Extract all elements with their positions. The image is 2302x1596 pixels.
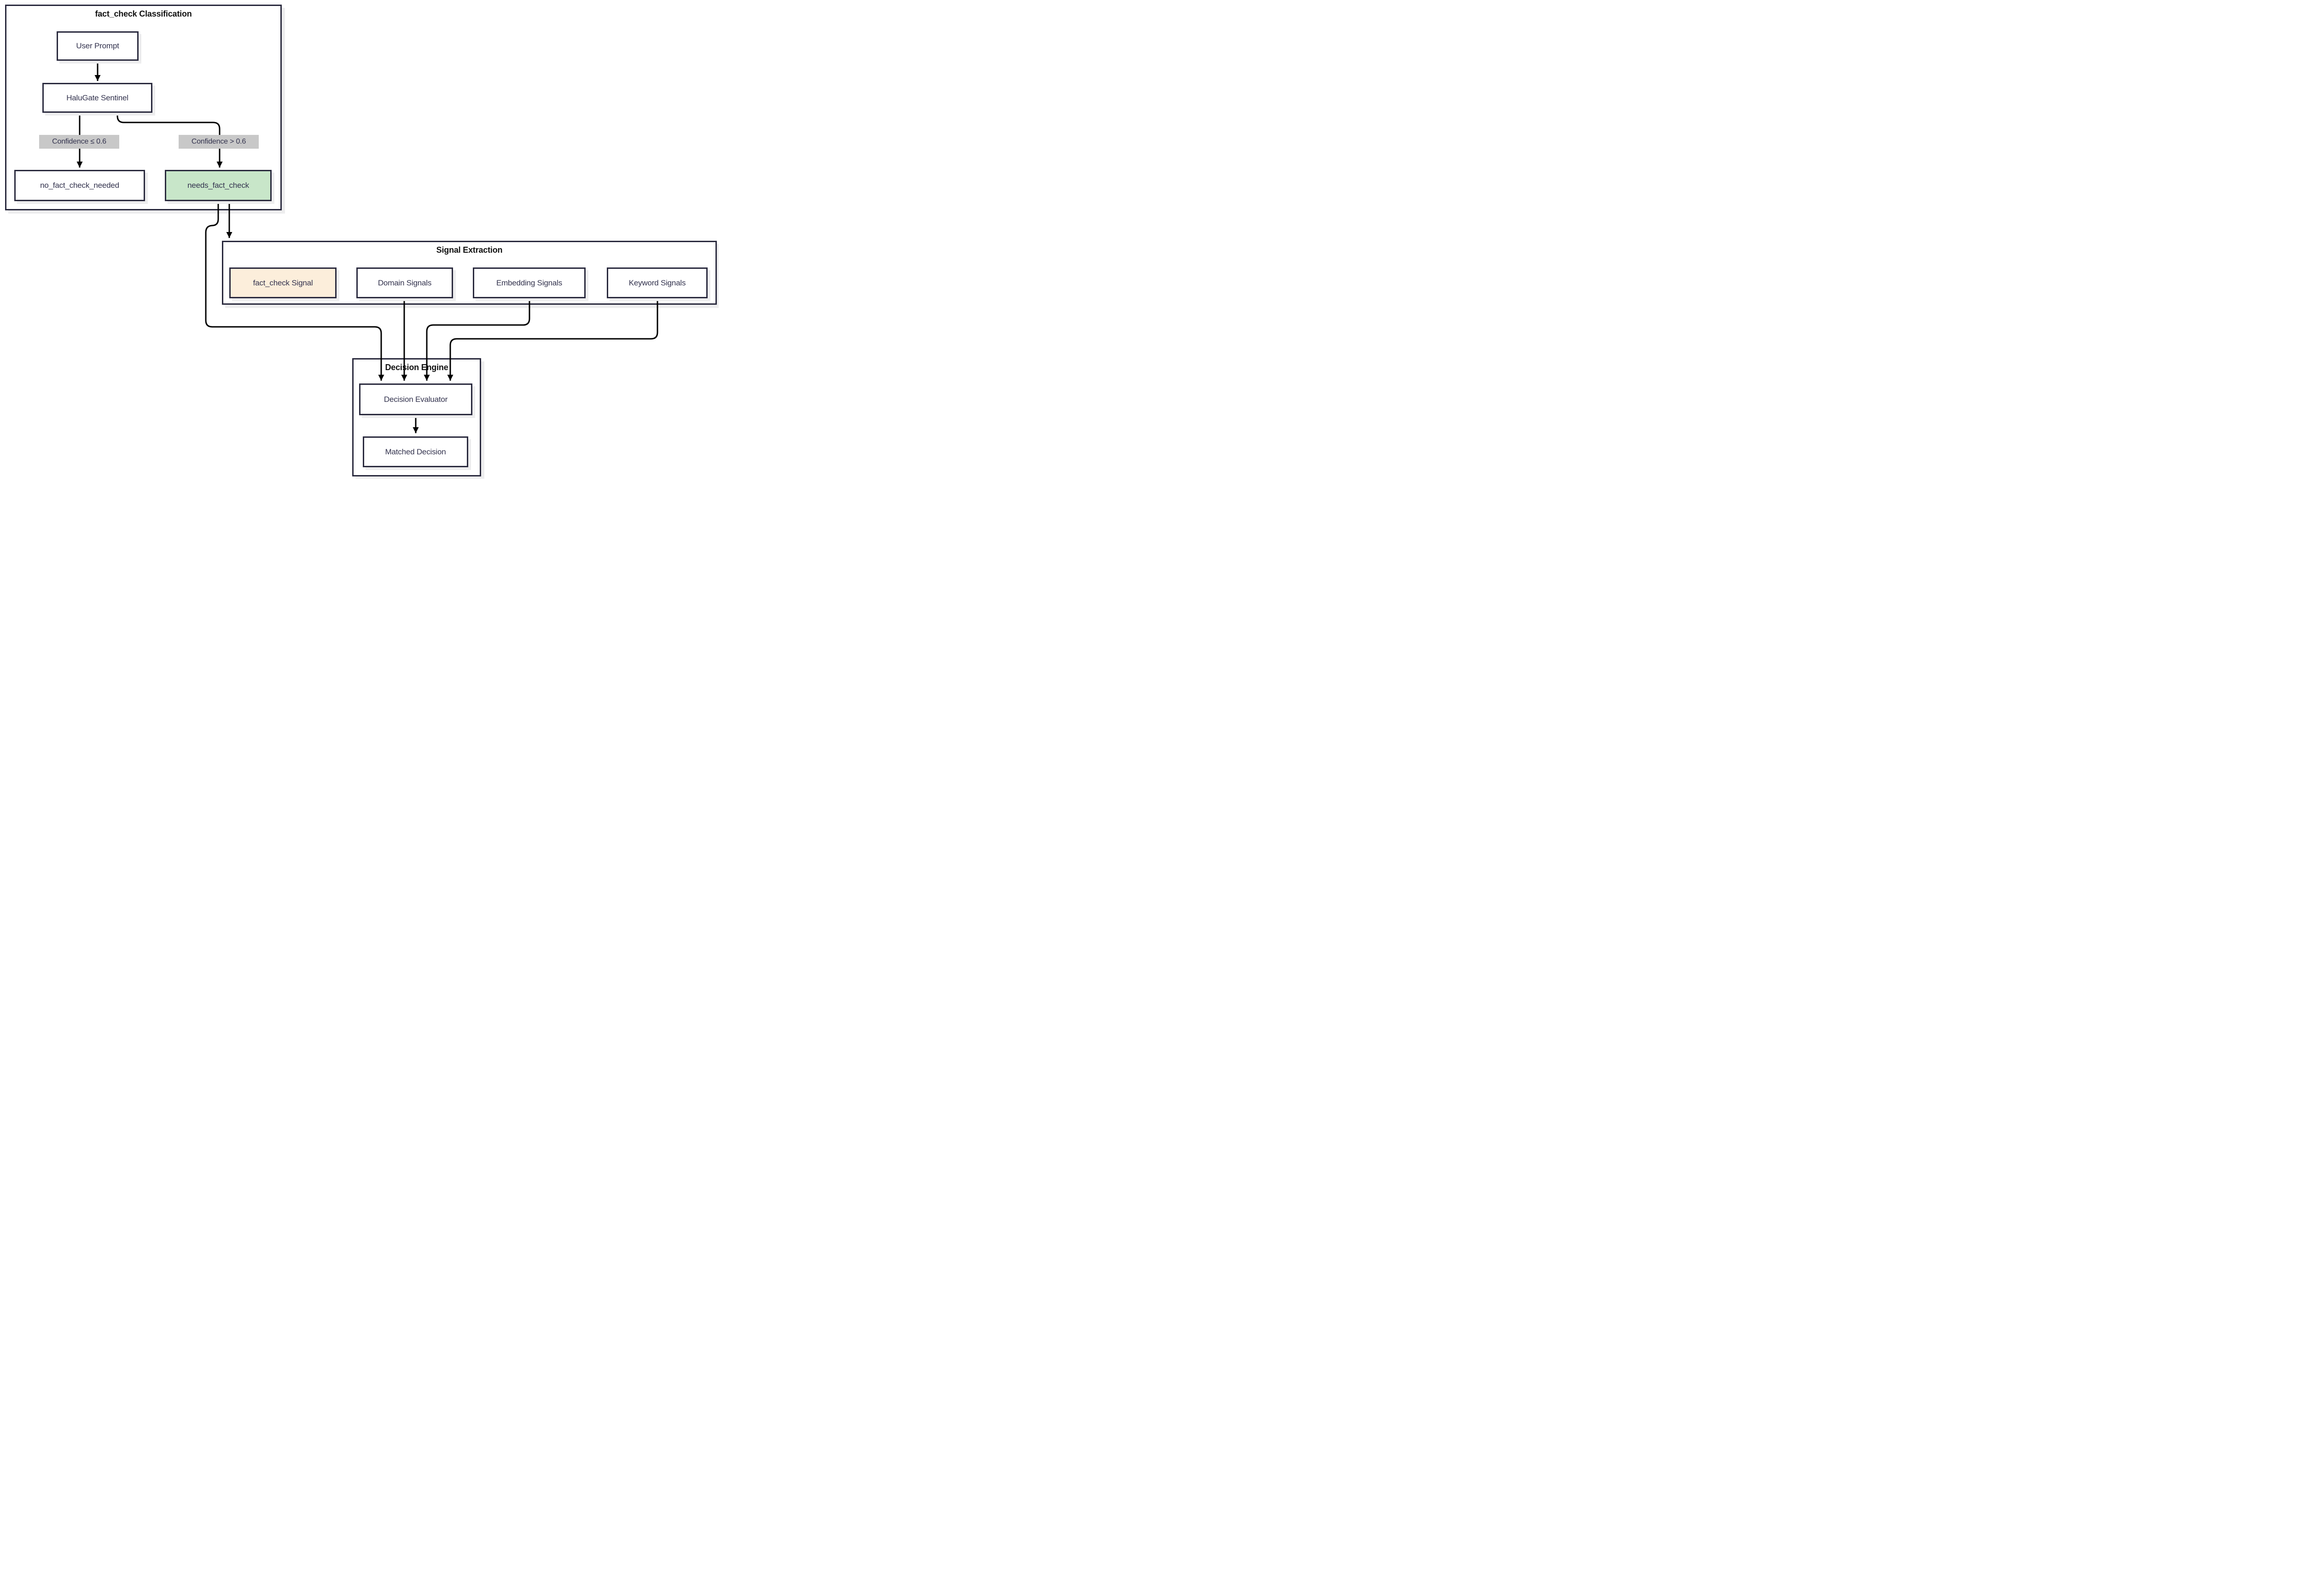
node-keyword-signals: Keyword Signals: [607, 267, 708, 298]
node-no-fact-check-needed-label: no_fact_check_needed: [40, 181, 119, 190]
node-fact-check-signal: fact_check Signal: [229, 267, 337, 298]
subgraph-fact-check-classification-title: fact_check Classification: [95, 9, 192, 18]
edge-label-confidence-high: Confidence > 0.6: [179, 135, 259, 149]
subgraph-signal-extraction-title: Signal Extraction: [436, 245, 503, 255]
node-needs-fact-check-label: needs_fact_check: [187, 181, 249, 190]
node-halugate-sentinel: HaluGate Sentinel: [42, 83, 152, 113]
node-decision-evaluator: Decision Evaluator: [359, 383, 472, 415]
node-keyword-signals-label: Keyword Signals: [628, 278, 686, 287]
node-decision-evaluator-label: Decision Evaluator: [384, 395, 448, 404]
edge-label-confidence-low: Confidence ≤ 0.6: [39, 135, 119, 149]
node-embedding-signals: Embedding Signals: [473, 267, 586, 298]
node-fact-check-signal-label: fact_check Signal: [253, 278, 313, 287]
node-user-prompt: User Prompt: [57, 31, 139, 61]
node-matched-decision: Matched Decision: [363, 436, 468, 467]
node-user-prompt-label: User Prompt: [76, 41, 119, 50]
node-needs-fact-check: needs_fact_check: [165, 170, 272, 201]
node-no-fact-check-needed: no_fact_check_needed: [14, 170, 145, 201]
node-domain-signals: Domain Signals: [356, 267, 453, 298]
flowchart-canvas: fact_check Classification Signal Extract…: [0, 0, 719, 479]
node-matched-decision-label: Matched Decision: [385, 447, 446, 456]
node-embedding-signals-label: Embedding Signals: [496, 278, 563, 287]
subgraph-decision-engine-title: Decision Engine: [385, 363, 448, 372]
node-halugate-sentinel-label: HaluGate Sentinel: [66, 93, 128, 102]
edge-keyword-signals-to-decision-evaluator: [447, 298, 658, 381]
node-domain-signals-label: Domain Signals: [378, 278, 432, 287]
